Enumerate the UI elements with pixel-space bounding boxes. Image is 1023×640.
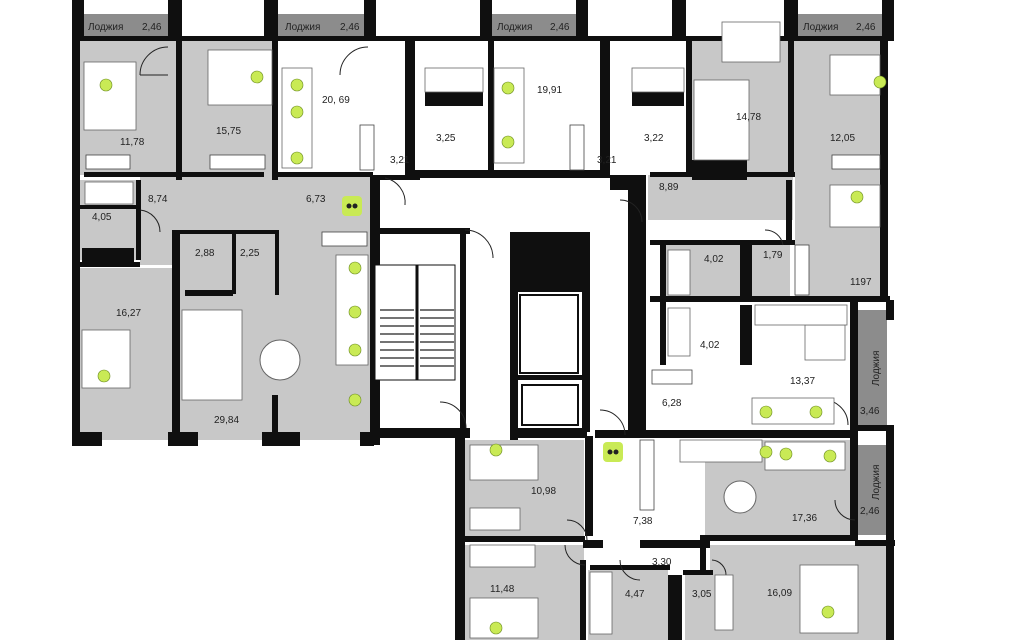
loggia-1-name: Лоджия [88, 22, 123, 33]
area-r20: 1,79 [763, 250, 783, 261]
entrance-icon-2 [603, 442, 623, 462]
room-r18[interactable] [648, 175, 793, 220]
area-r7: 3,21 [597, 155, 617, 166]
door-swings [139, 46, 856, 581]
area-r12: 6,73 [306, 194, 326, 205]
area-r18: 8,89 [659, 182, 679, 193]
entrance-icons [342, 196, 623, 462]
area-r31: 3,05 [692, 589, 712, 600]
loggia-6-area[interactable] [857, 445, 887, 535]
loggia-5-name: Лоджия [871, 351, 882, 386]
loggia-1-area[interactable] [84, 14, 168, 38]
radiators [85, 124, 881, 511]
loggia-2-name: Лоджия [285, 22, 320, 33]
staircase [374, 264, 456, 381]
area-r11: 8,74 [148, 194, 168, 205]
room-area-labels: 11,78 15,75 20, 69 3,21 3,25 19,91 3,21 … [92, 85, 872, 600]
loggia-4-area: 2,46 [856, 22, 876, 33]
loggia-1-area: 2,46 [142, 22, 162, 33]
room-r20[interactable] [752, 245, 790, 297]
area-r3: 20, 69 [322, 95, 350, 106]
loggia-4-area[interactable] [798, 14, 882, 38]
loggia-3-name: Лоджия [497, 22, 532, 33]
loggia-3-area[interactable] [492, 14, 576, 38]
area-r8: 3,22 [644, 133, 664, 144]
area-r13: 4,05 [92, 212, 112, 223]
entrance-icon-1 [342, 196, 362, 216]
loggia-6-name: Лоджия [871, 465, 882, 500]
area-r28: 3,30 [652, 557, 672, 568]
area-r14: 2,88 [195, 248, 215, 259]
area-r21: 1197 [850, 277, 872, 288]
area-r19: 4,02 [704, 254, 724, 265]
room-r12[interactable] [180, 175, 370, 230]
area-r6: 19,91 [537, 85, 562, 96]
area-r10: 12,05 [830, 133, 855, 144]
loggia-2-area[interactable] [278, 14, 364, 38]
area-r23: 13,37 [790, 376, 815, 387]
area-r25: 10,98 [531, 486, 556, 497]
furniture [81, 21, 881, 639]
dining-table-2 [723, 480, 757, 514]
elevator-shafts [519, 294, 579, 426]
area-r15: 2,25 [240, 248, 260, 259]
area-r16: 16,27 [116, 308, 141, 319]
walls [72, 0, 895, 640]
loggia-6-area: 2,46 [860, 506, 880, 517]
room-r31[interactable] [685, 575, 713, 640]
dining-table-1 [259, 339, 301, 381]
loggia-5-area: 3,46 [860, 406, 880, 417]
loggias [84, 14, 887, 535]
area-r22: 4,02 [700, 340, 720, 351]
loggia-2-area: 2,46 [340, 22, 360, 33]
area-r32: 16,09 [767, 588, 792, 599]
area-r27: 17,36 [792, 513, 817, 524]
loggia-5-area[interactable] [857, 310, 887, 425]
area-r5: 3,25 [436, 133, 456, 144]
area-r29: 11,48 [490, 584, 515, 595]
kitchen-counters [82, 92, 684, 262]
loggia-labels: Лоджия 2,46 Лоджия 2,46 Лоджия 2,46 Лодж… [88, 22, 882, 517]
area-r2: 15,75 [216, 126, 241, 137]
area-r1: 11,78 [120, 137, 145, 148]
plant-icons [97, 70, 887, 635]
area-r9: 14,78 [736, 112, 761, 123]
area-r26: 7,38 [633, 516, 653, 527]
area-r17: 29,84 [214, 415, 239, 426]
loggia-4-name: Лоджия [803, 22, 838, 33]
area-r30: 4,47 [625, 589, 645, 600]
area-r24: 6,28 [662, 398, 682, 409]
room-r32[interactable] [710, 545, 886, 640]
loggia-3-area: 2,46 [550, 22, 570, 33]
area-r4: 3,21 [390, 155, 410, 166]
